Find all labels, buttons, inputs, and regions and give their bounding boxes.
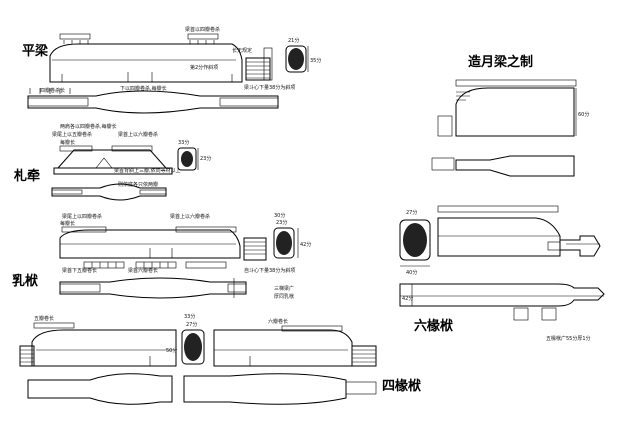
dim-d1: 27分 bbox=[186, 321, 197, 328]
note-pl-bot-left: 四瓣卷杀长 bbox=[40, 87, 65, 94]
dim-d4: 21分 bbox=[288, 37, 299, 44]
zaoyueliang-group: 造月梁之制 60分 bbox=[431, 54, 589, 177]
pingliang-group: 平梁 梁首以四瓣卷杀 长无规定 第2分作斜项 21分 bbox=[22, 26, 321, 114]
note-zq-b: 梁尾上以五瓣卷杀 bbox=[52, 131, 92, 138]
pingliang-plan: 四瓣卷杀长 下以四瓣卷杀,每瓣长 梁斗心下量38分为斜项 bbox=[27, 84, 295, 114]
note-rf-d: 梁首下五瓣卷长 bbox=[62, 267, 97, 274]
note-pl-len: 长无规定 bbox=[232, 47, 252, 54]
pingliang-elevation: 梁首以四瓣卷杀 长无规定 第2分作斜项 21分 35分 bbox=[49, 26, 321, 83]
note-zq-d: 每瓣长 bbox=[60, 139, 75, 146]
zhaqian-group: 两肩各以四瓣卷杀,每瓣长 梁尾上以五瓣卷杀 梁首上以六瓣卷杀 每瓣长 札牵 梁首… bbox=[13, 123, 211, 201]
note-rf-a: 梁尾上以四瓣卷杀 bbox=[62, 213, 102, 220]
dim-d7: 30分 bbox=[274, 212, 285, 219]
note-rf-b: 梁首上以六瓣卷杀 bbox=[170, 213, 210, 220]
pingliang-section bbox=[288, 48, 304, 70]
note-rf-f: 自斗心下量38分为斜项 bbox=[244, 267, 295, 274]
dim-d8: 23分 bbox=[200, 155, 211, 162]
dim-d13: 42分 bbox=[402, 295, 413, 302]
sichuanfu-section bbox=[184, 333, 202, 361]
title-zhaqian: 札牵 bbox=[13, 168, 40, 184]
note-pl-bot-right: 梁斗心下量38分为斜项 bbox=[244, 84, 295, 91]
note-rf-g: 三梯梁广 bbox=[274, 285, 294, 292]
zhaqian-section bbox=[181, 151, 193, 167]
title-liuchuanfu: 六椽栿 bbox=[414, 318, 453, 334]
dim-d3: 42分 bbox=[300, 241, 311, 248]
note-lc: 五椽栿广55分厚1分 bbox=[546, 335, 591, 342]
dim-d1b: 27分 bbox=[406, 209, 417, 216]
title-pingliang: 平梁 bbox=[22, 43, 49, 59]
dim-d5: 35分 bbox=[310, 57, 321, 64]
note-rf-h: 厚同乳栿 bbox=[274, 293, 294, 300]
rufu-group: 梁尾上以四瓣卷杀 梁首上以六瓣卷杀 每瓣长 梁首下五瓣卷长 梁首六瓣卷长 自斗心… bbox=[12, 212, 311, 300]
note-pl-bot-mid: 下以四瓣卷杀,每瓣长 bbox=[120, 85, 167, 92]
note-zq-c: 梁首上以六瓣卷杀 bbox=[118, 131, 158, 138]
dim-d6: 40分 bbox=[406, 269, 417, 276]
note-rf-e: 梁首六瓣卷长 bbox=[128, 267, 158, 274]
dim-d9: 33分 bbox=[178, 139, 189, 146]
rufu-section bbox=[276, 231, 292, 255]
note-zq-e: 梁首背斜上三瓣,依向等材以上 bbox=[114, 167, 181, 174]
note-sc-a: 五瓣卷长 bbox=[34, 315, 54, 322]
dim-d9b: 33分 bbox=[184, 313, 195, 320]
note-pl-top: 梁首以四瓣卷杀 bbox=[185, 26, 220, 33]
note-zq-f: 则依底各只依两瓣 bbox=[118, 181, 158, 188]
dim-d12: 60分 bbox=[578, 111, 589, 118]
dim-d8b: 23分 bbox=[276, 219, 287, 226]
note-zq-a: 两肩各以四瓣卷杀,每瓣长 bbox=[60, 123, 117, 130]
sichuanfu-group: 五瓣卷长 六瓣卷长 50分 33分 27分 四椽栿 bbox=[19, 313, 421, 405]
note-rf-c: 每瓣长 bbox=[60, 220, 75, 227]
note-pl-mid: 第2分作斜项 bbox=[190, 64, 218, 71]
title-rufu: 乳栿 bbox=[12, 273, 38, 289]
dim-d10: 50分 bbox=[166, 347, 177, 354]
title-sichuanfu: 四椽栿 bbox=[382, 378, 421, 394]
liuchuanfu-group: 27分 40分 42分 六椽栿 五椽栿广55分厚1分 bbox=[399, 205, 605, 342]
note-sc-b: 六瓣卷长 bbox=[268, 318, 288, 325]
title-zaoyueliang: 造月梁之制 bbox=[468, 54, 533, 70]
liuchuanfu-section bbox=[403, 223, 427, 257]
